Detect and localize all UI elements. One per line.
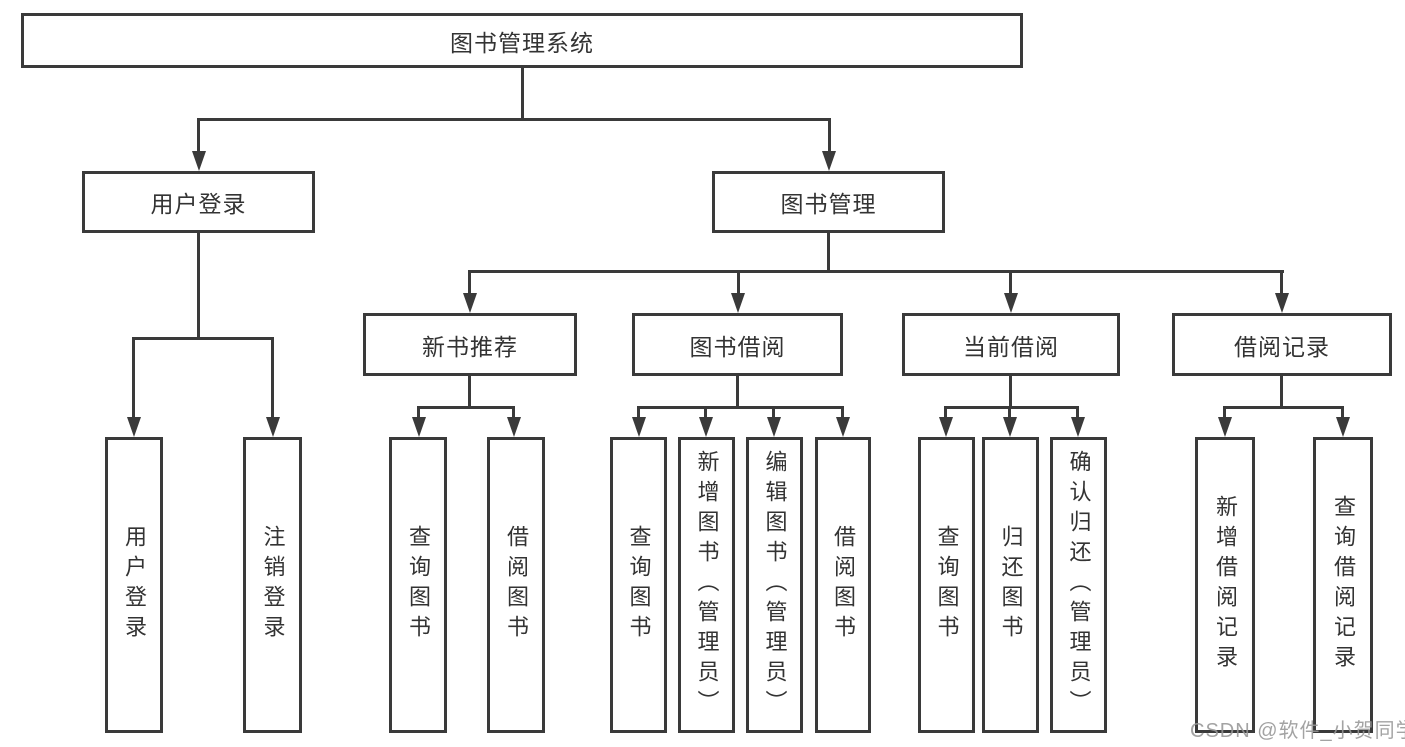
node-user-login-label: 用户登录: [150, 191, 247, 217]
arrow-down-icon: [266, 417, 280, 437]
leaf-borrow-book-recommend-label: 借阅图书: [504, 525, 529, 645]
node-new-book-recommend-label: 新书推荐: [422, 333, 518, 360]
node-borrowing-records-label: 借阅记录: [1234, 333, 1330, 360]
leaf-add-borrow-record: 新增借阅记录: [1195, 437, 1255, 733]
connector-line: [512, 406, 515, 419]
connector-line: [637, 406, 640, 419]
connector-line: [1280, 270, 1283, 294]
arrow-down-icon: [699, 417, 713, 437]
node-current-borrowing: 当前借阅: [902, 313, 1120, 376]
connector-line: [772, 406, 775, 419]
arrow-down-icon: [412, 417, 426, 437]
node-current-borrowing-label: 当前借阅: [963, 333, 1059, 360]
connector-line: [1009, 270, 1012, 294]
leaf-edit-book-admin: 编辑图书（管理员）: [746, 437, 803, 733]
connector-line: [828, 118, 831, 152]
node-root: 图书管理系统: [21, 13, 1023, 68]
connector-line: [704, 406, 707, 419]
arrow-down-icon: [836, 417, 850, 437]
leaf-add-book-admin: 新增图书（管理员）: [678, 437, 735, 733]
leaf-confirm-return-admin: 确认归还（管理员）: [1050, 437, 1107, 733]
connector-line: [1076, 406, 1079, 419]
connector-line: [468, 270, 471, 294]
connector-line: [198, 118, 831, 121]
arrow-down-icon: [632, 417, 646, 437]
connector-line: [827, 233, 830, 272]
leaf-logout: 注销登录: [243, 437, 302, 733]
node-user-login: 用户登录: [82, 171, 315, 233]
leaf-user-login: 用户登录: [105, 437, 163, 733]
leaf-query-book-recommend: 查询图书: [389, 437, 447, 733]
leaf-borrow-book: 借阅图书: [815, 437, 871, 733]
leaf-add-borrow-record-label: 新增借阅记录: [1213, 495, 1238, 675]
arrow-down-icon: [731, 293, 745, 313]
arrow-down-icon: [127, 417, 141, 437]
leaf-borrow-book-label: 借阅图书: [831, 525, 856, 645]
connector-line: [521, 68, 524, 120]
connector-line: [1008, 406, 1011, 419]
connector-line: [134, 337, 274, 340]
leaf-add-book-admin-label: 新增图书（管理员）: [694, 450, 720, 720]
arrow-down-icon: [1336, 417, 1350, 437]
arrow-down-icon: [1003, 417, 1017, 437]
arrow-down-icon: [192, 151, 206, 171]
arrow-down-icon: [822, 151, 836, 171]
connector-line: [946, 406, 1079, 409]
connector-line: [470, 270, 1284, 273]
connector-line: [1223, 406, 1226, 419]
leaf-query-borrow-record: 查询借阅记录: [1313, 437, 1373, 733]
node-book-management: 图书管理: [712, 171, 945, 233]
node-book-borrowing-label: 图书借阅: [689, 333, 786, 360]
leaf-query-book-current: 查询图书: [918, 437, 975, 733]
leaf-query-book-borrowing: 查询图书: [610, 437, 667, 733]
arrow-down-icon: [1218, 417, 1232, 437]
connector-line: [197, 118, 200, 152]
leaf-borrow-book-recommend: 借阅图书: [487, 437, 545, 733]
connector-line: [1280, 376, 1283, 408]
connector-line: [417, 406, 420, 419]
leaf-query-book-current-label: 查询图书: [934, 525, 960, 645]
arrow-down-icon: [939, 417, 953, 437]
arrow-down-icon: [507, 417, 521, 437]
connector-line: [419, 406, 515, 409]
leaf-return-book: 归还图书: [982, 437, 1039, 733]
arrow-down-icon: [1071, 417, 1085, 437]
connector-line: [468, 376, 471, 408]
connector-line: [944, 406, 947, 419]
leaf-confirm-return-admin-label: 确认归还（管理员）: [1066, 450, 1092, 720]
connector-line: [638, 406, 844, 409]
leaf-query-borrow-record-label: 查询借阅记录: [1331, 495, 1356, 675]
connector-line: [1341, 406, 1344, 419]
arrow-down-icon: [1004, 293, 1018, 313]
connector-line: [841, 406, 844, 419]
arrow-down-icon: [1275, 293, 1289, 313]
node-book-management-label: 图书管理: [780, 191, 877, 217]
connector-line: [132, 337, 135, 419]
node-root-label: 图书管理系统: [450, 29, 594, 56]
connector-line: [1225, 406, 1344, 409]
arrow-down-icon: [463, 293, 477, 313]
node-borrowing-records: 借阅记录: [1172, 313, 1392, 376]
connector-line: [1009, 376, 1012, 408]
leaf-query-book-borrowing-label: 查询图书: [626, 525, 652, 645]
csdn-watermark: CSDN @软件_小贺同学: [1190, 720, 1405, 742]
node-new-book-recommend: 新书推荐: [363, 313, 577, 376]
connector-line: [737, 270, 740, 294]
arrow-down-icon: [767, 417, 781, 437]
leaf-user-login-label: 用户登录: [122, 525, 147, 645]
connector-line: [736, 376, 739, 408]
connector-line: [197, 233, 200, 339]
leaf-query-book-recommend-label: 查询图书: [406, 525, 431, 645]
node-book-borrowing: 图书借阅: [632, 313, 843, 376]
leaf-return-book-label: 归还图书: [998, 525, 1024, 645]
connector-line: [271, 337, 274, 419]
leaf-edit-book-admin-label: 编辑图书（管理员）: [762, 450, 788, 720]
leaf-logout-label: 注销登录: [260, 525, 286, 645]
